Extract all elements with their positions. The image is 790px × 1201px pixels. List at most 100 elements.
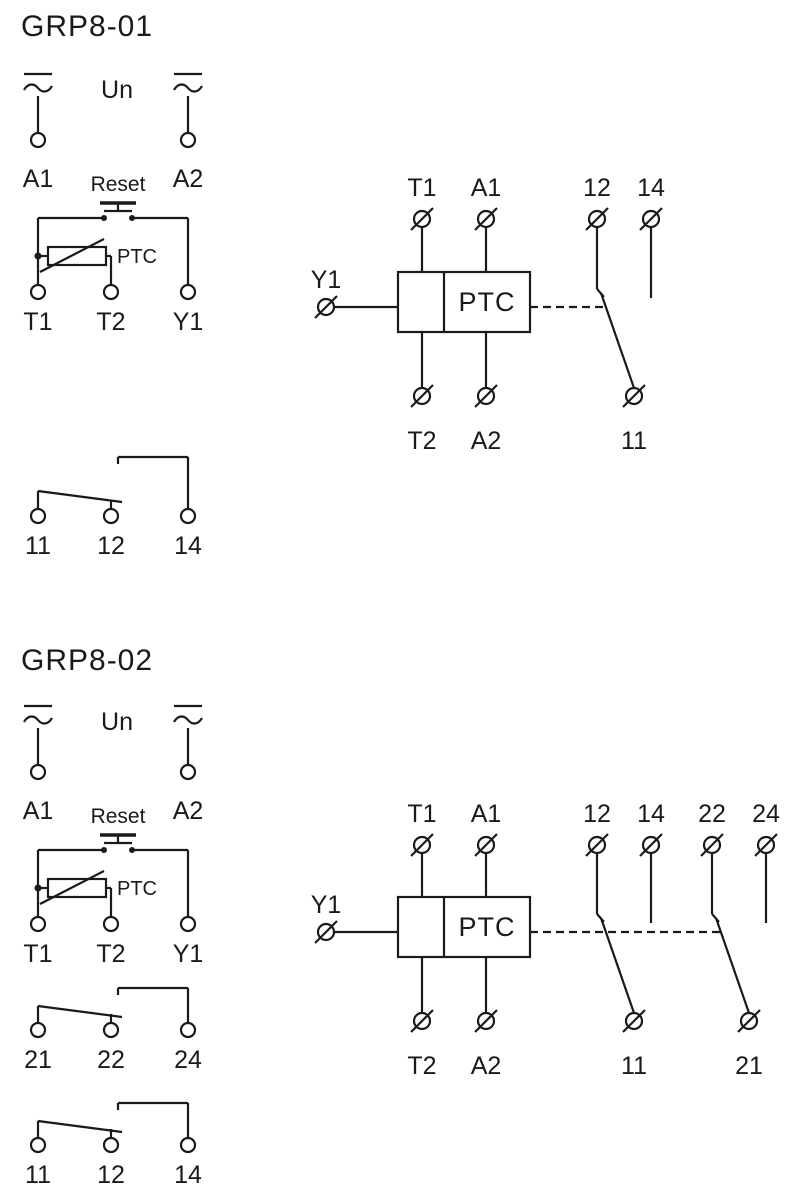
screw-terminal-icon xyxy=(410,207,434,231)
pin-label-21: 21 xyxy=(735,1052,763,1080)
terminal-label-a1: A1 xyxy=(23,797,54,825)
pin-label-a2: A2 xyxy=(471,427,502,455)
terminal-circle-11 xyxy=(29,1136,47,1154)
terminal-label-a2: A2 xyxy=(173,165,204,193)
terminal-label-t1: T1 xyxy=(23,940,52,968)
pin-label-12: 12 xyxy=(583,800,611,828)
screw-terminal-icon xyxy=(410,1009,434,1033)
pin-label-t2: T2 xyxy=(407,1052,436,1080)
screw-terminal-icon xyxy=(314,920,338,944)
terminal-circle-a2 xyxy=(179,763,197,781)
grp8-02-section: GRP8-02 Un xyxy=(21,644,780,1189)
terminal-circle-12 xyxy=(102,507,120,525)
terminal-circle-21 xyxy=(29,1021,47,1039)
terminal-label-t2: T2 xyxy=(96,940,125,968)
pin-label-a2: A2 xyxy=(471,1052,502,1080)
acdc-supply-icon xyxy=(173,704,203,725)
screw-terminal-icon xyxy=(474,833,498,857)
terminal-circle-24 xyxy=(179,1021,197,1039)
terminal-circle-14 xyxy=(179,1136,197,1154)
pin-label-11: 11 xyxy=(621,427,647,455)
screw-terminal-icon xyxy=(585,207,609,231)
relay-device-box: PTC xyxy=(396,270,532,334)
terminal-circle-12 xyxy=(102,1136,120,1154)
screw-terminal-icon xyxy=(639,833,663,857)
screw-terminal-icon xyxy=(639,207,663,231)
terminal-circle-y1 xyxy=(179,915,197,933)
contact-label-14: 14 xyxy=(174,1161,202,1189)
wires xyxy=(36,728,190,917)
reset-button-icon xyxy=(100,833,136,853)
pin-label-11: 11 xyxy=(621,1052,647,1080)
screw-terminal-icon xyxy=(410,384,434,408)
grp8-01-section: GRP8-01 Un xyxy=(21,10,665,560)
contact-blade xyxy=(37,1119,123,1134)
screw-terminal-icon xyxy=(474,384,498,408)
wires xyxy=(36,96,190,285)
pin-label-14: 14 xyxy=(637,800,665,828)
pin-label-14: 14 xyxy=(637,174,665,202)
terminal-circle-t2 xyxy=(102,283,120,301)
terminal-circle-11 xyxy=(29,507,47,525)
contact-label-11: 11 xyxy=(25,532,51,560)
reset-label: Reset xyxy=(91,805,146,828)
pin-label-a1: A1 xyxy=(471,800,502,828)
pin-label-22: 22 xyxy=(698,800,726,828)
pin-label-y1: Y1 xyxy=(311,266,342,294)
changeover-contact-icon xyxy=(596,913,636,1014)
reset-label: Reset xyxy=(91,173,146,196)
reset-button-icon xyxy=(100,201,136,221)
contact-label-24: 24 xyxy=(174,1046,202,1074)
grp8-02-pinout: T1 A1 12 14 22 24 xyxy=(311,800,780,1080)
changeover-contact-icon xyxy=(711,913,751,1014)
terminal-circle-t2 xyxy=(102,915,120,933)
contact-label-12: 12 xyxy=(97,1161,125,1189)
grp8-01-pinout: T1 A1 12 14 xyxy=(311,174,665,455)
terminal-circle-22 xyxy=(102,1021,120,1039)
pin-label-t1: T1 xyxy=(407,174,436,202)
terminal-circle-t1 xyxy=(29,915,47,933)
screw-terminal-icon xyxy=(622,384,646,408)
pin-label-a1: A1 xyxy=(471,174,502,202)
screw-terminal-icon xyxy=(700,833,724,857)
terminal-label-a2: A2 xyxy=(173,797,204,825)
junction-dot xyxy=(34,884,42,892)
contact-label-21: 21 xyxy=(24,1046,52,1074)
terminal-circle-y1 xyxy=(179,283,197,301)
ptc-label: PTC xyxy=(117,878,157,900)
terminal-circle-a2 xyxy=(179,131,197,149)
terminal-circle-t1 xyxy=(29,283,47,301)
grp8-02-schematic: Un Reset xyxy=(23,704,204,968)
changeover-contact-icon xyxy=(596,288,636,389)
terminal-label-t1: T1 xyxy=(23,308,52,336)
pin-label-t2: T2 xyxy=(407,427,436,455)
supply-voltage-label: Un xyxy=(101,76,133,104)
acdc-supply-icon xyxy=(173,72,203,93)
contact-label-22: 22 xyxy=(97,1046,125,1074)
screw-terminal-icon xyxy=(474,1009,498,1033)
grp8-01-title: GRP8-01 xyxy=(21,10,153,43)
contact-blade xyxy=(37,489,123,504)
wires xyxy=(334,853,768,1012)
screw-terminal-icon xyxy=(474,207,498,231)
pin-label-t1: T1 xyxy=(407,800,436,828)
grp8-02-contact-diagram-1: 21 22 24 xyxy=(24,986,202,1074)
pin-label-24: 24 xyxy=(752,800,780,828)
terminal-circle-a1 xyxy=(29,131,47,149)
screw-terminal-icon xyxy=(754,833,778,857)
screw-terminal-icon xyxy=(622,1009,646,1033)
wires xyxy=(334,227,653,387)
pin-label-12: 12 xyxy=(583,174,611,202)
grp8-02-title: GRP8-02 xyxy=(21,644,153,677)
screw-terminal-icon xyxy=(737,1009,761,1033)
terminal-circle-a1 xyxy=(29,763,47,781)
screw-terminal-icon xyxy=(585,833,609,857)
terminal-label-t2: T2 xyxy=(96,308,125,336)
acdc-supply-icon xyxy=(23,72,53,93)
contact-label-12: 12 xyxy=(97,532,125,560)
device-ptc-label: PTC xyxy=(459,912,516,942)
ptc-thermistor-icon xyxy=(34,870,108,905)
ptc-thermistor-icon xyxy=(34,238,108,273)
